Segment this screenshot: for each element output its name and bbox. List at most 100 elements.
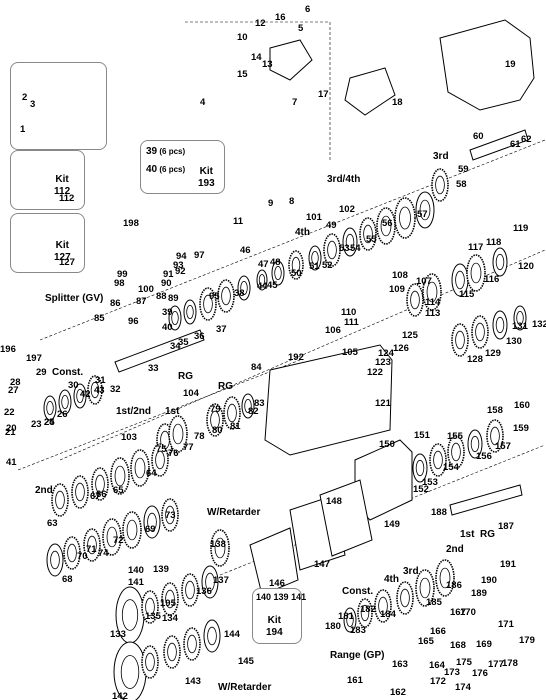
callout-105: 105 <box>342 347 358 358</box>
group-label-4th-lower: 4th <box>384 574 399 585</box>
callout-169: 169 <box>476 639 492 650</box>
gear-ring-12 <box>359 217 377 251</box>
callout-163: 163 <box>392 659 408 670</box>
callout-153: 153 <box>422 477 438 488</box>
gear-ring-48 <box>115 586 145 644</box>
callout-61: 61 <box>510 139 521 150</box>
callout-68: 68 <box>62 574 73 585</box>
callout-181: 181 <box>338 611 354 622</box>
callout-139: 139 <box>153 564 169 575</box>
callout-100: 100 <box>138 284 154 295</box>
callout-179: 179 <box>519 635 535 646</box>
gear-ring-5 <box>237 275 251 301</box>
callout-87: 87 <box>136 296 147 307</box>
kit-194-items: 140 139 141 <box>256 592 307 602</box>
callout-160: 160 <box>514 400 530 411</box>
callout-134: 134 <box>162 613 178 624</box>
callout-48: 48 <box>270 257 281 268</box>
gear-ring-44 <box>102 518 122 556</box>
gear-ring-61 <box>374 589 392 623</box>
group-label-3rd-4th: 3rd/4th <box>327 174 361 185</box>
callout-198: 198 <box>123 218 139 229</box>
gear-ring-66 <box>429 443 447 477</box>
callout-129: 129 <box>485 348 501 359</box>
main-shaft-188 <box>449 484 523 516</box>
callout-118: 118 <box>486 237 502 248</box>
gear-ring-51 <box>181 573 199 607</box>
countershaft-60 <box>469 129 529 161</box>
callout-39: 39 <box>162 307 173 318</box>
callout-4: 4 <box>200 97 206 108</box>
gear-ring-34 <box>513 305 527 331</box>
callout-67: 67 <box>90 491 101 502</box>
callout-72: 72 <box>113 535 124 546</box>
gear-ring-37 <box>91 467 109 501</box>
callout-11: 11 <box>233 216 244 227</box>
callout-71: 71 <box>86 544 97 555</box>
gear-ring-24 <box>223 396 241 430</box>
callout-65: 65 <box>113 485 124 496</box>
main-housing-shape <box>439 19 535 111</box>
callout-103: 103 <box>121 432 137 443</box>
callout-197: 197 <box>26 353 42 364</box>
gear-ring-55 <box>141 645 159 679</box>
callout-146: 146 <box>269 578 285 589</box>
callout-7: 7 <box>292 97 298 108</box>
callout-173: 173 <box>444 667 460 678</box>
gear-ring-41 <box>46 543 64 577</box>
callout-70: 70 <box>77 551 88 562</box>
callout-43: 43 <box>94 385 105 396</box>
callout-184: 184 <box>380 609 396 620</box>
callout-54: 54 <box>350 243 361 254</box>
gear-ring-26 <box>406 283 424 317</box>
gear-ring-43 <box>83 528 101 562</box>
callout-123: 123 <box>375 357 391 368</box>
callout-13: 13 <box>262 59 273 70</box>
group-label-3rd: 3rd <box>433 151 449 162</box>
callout-117: 117 <box>468 242 484 253</box>
callout-5: 5 <box>298 23 304 34</box>
callout-37: 37 <box>216 324 227 335</box>
callout-190: 190 <box>481 575 497 586</box>
callout-14: 14 <box>251 52 262 63</box>
callout-9: 9 <box>268 198 274 209</box>
callout-119: 119 <box>513 223 529 234</box>
callout-45: 45 <box>267 280 278 291</box>
callout-56: 56 <box>382 218 393 229</box>
gear-ring-11 <box>342 227 358 257</box>
callout-183: 183 <box>350 625 366 636</box>
callout-156: 156 <box>476 451 492 462</box>
gear-ring-2 <box>183 299 197 325</box>
callout-21: 21 <box>5 427 16 438</box>
callout-69: 69 <box>145 524 156 535</box>
gear-ring-19 <box>73 383 87 409</box>
group-label-rg-lower: RG <box>480 529 495 540</box>
callout-93: 93 <box>173 260 184 271</box>
callout-143: 143 <box>185 676 201 687</box>
gear-ring-9 <box>308 245 322 271</box>
callout-50: 50 <box>291 268 302 279</box>
callout-23: 23 <box>31 419 42 430</box>
gear-ring-46 <box>143 505 161 539</box>
gear-ring-68 <box>467 429 483 459</box>
callout-86: 86 <box>110 298 121 309</box>
gear-ring-53 <box>210 529 230 567</box>
callout-110: 110 <box>341 307 357 318</box>
callout-82: 82 <box>248 406 259 417</box>
group-label-2nd-left: 2nd <box>35 485 53 496</box>
callout-127: 127 <box>59 257 75 268</box>
callout-77: 77 <box>183 442 194 453</box>
callout-115: 115 <box>459 289 475 300</box>
callout-30: 30 <box>68 380 79 391</box>
callout-47: 47 <box>258 259 269 270</box>
callout-42: 42 <box>80 389 91 400</box>
callout-121: 121 <box>375 398 391 409</box>
callout-2: 2 <box>22 92 28 103</box>
cover-detail-box <box>10 62 107 150</box>
callout-178: 178 <box>502 658 518 669</box>
callout-172: 172 <box>430 676 446 687</box>
callout-58: 58 <box>456 179 467 190</box>
